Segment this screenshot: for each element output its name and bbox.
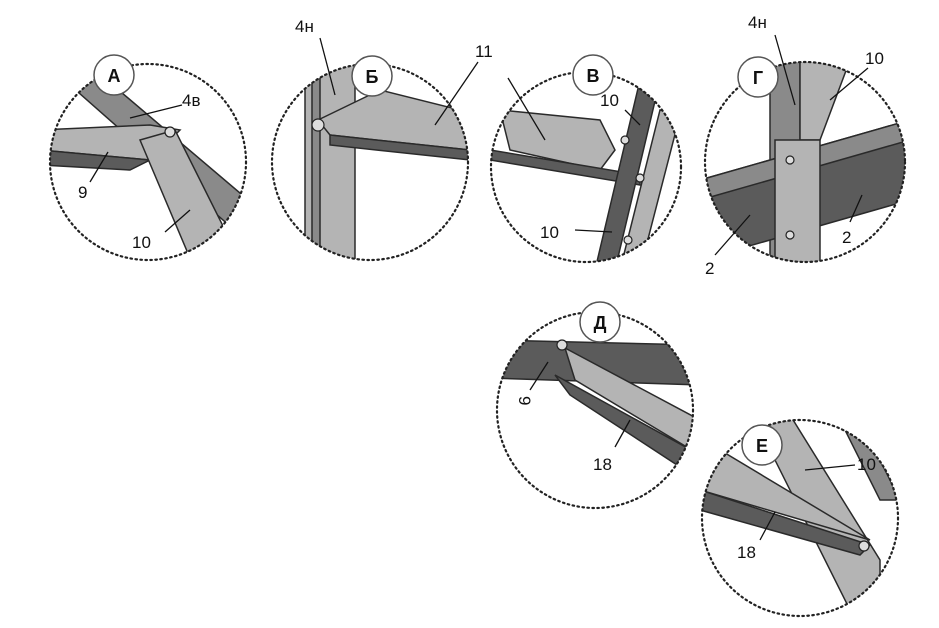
part-label: 18 — [737, 543, 756, 562]
part-label: 2 — [705, 259, 714, 278]
detail-a-badge: А — [108, 66, 121, 86]
detail-a-ring — [48, 62, 248, 262]
part-label: 10 — [865, 49, 884, 68]
part-label: 2 — [842, 228, 851, 247]
part-label: 4н — [748, 13, 767, 32]
detail-b-badge: Б — [366, 67, 379, 87]
detail-g-badge: Г — [753, 68, 763, 88]
part-label: 4н — [295, 17, 314, 36]
detail-e-badge: Е — [756, 436, 768, 456]
part-label: 4в — [182, 91, 201, 110]
detail-a: А 4в 9 10 — [48, 54, 248, 262]
part-label: 11 — [475, 42, 493, 61]
detail-g: Г 4н 10 2 2 — [703, 13, 907, 278]
part-label: 10 — [857, 455, 876, 474]
part-label: 9 — [78, 183, 87, 202]
detail-e: Е 10 18 — [700, 418, 900, 618]
part-label: 10 — [600, 91, 619, 110]
detail-v: В 10 10 — [489, 54, 683, 264]
detail-v-badge: В — [587, 66, 600, 86]
part-label: 18 — [593, 455, 612, 474]
detail-d-badge: Д — [594, 313, 607, 333]
part-label: 10 — [132, 233, 151, 252]
detail-a-parts — [50, 69, 246, 260]
part-label: 9 — [515, 396, 534, 405]
part-label: 10 — [540, 223, 559, 242]
detail-b: Б 4н 11 — [270, 17, 493, 262]
detail-d: Д 9 18 — [495, 301, 695, 510]
